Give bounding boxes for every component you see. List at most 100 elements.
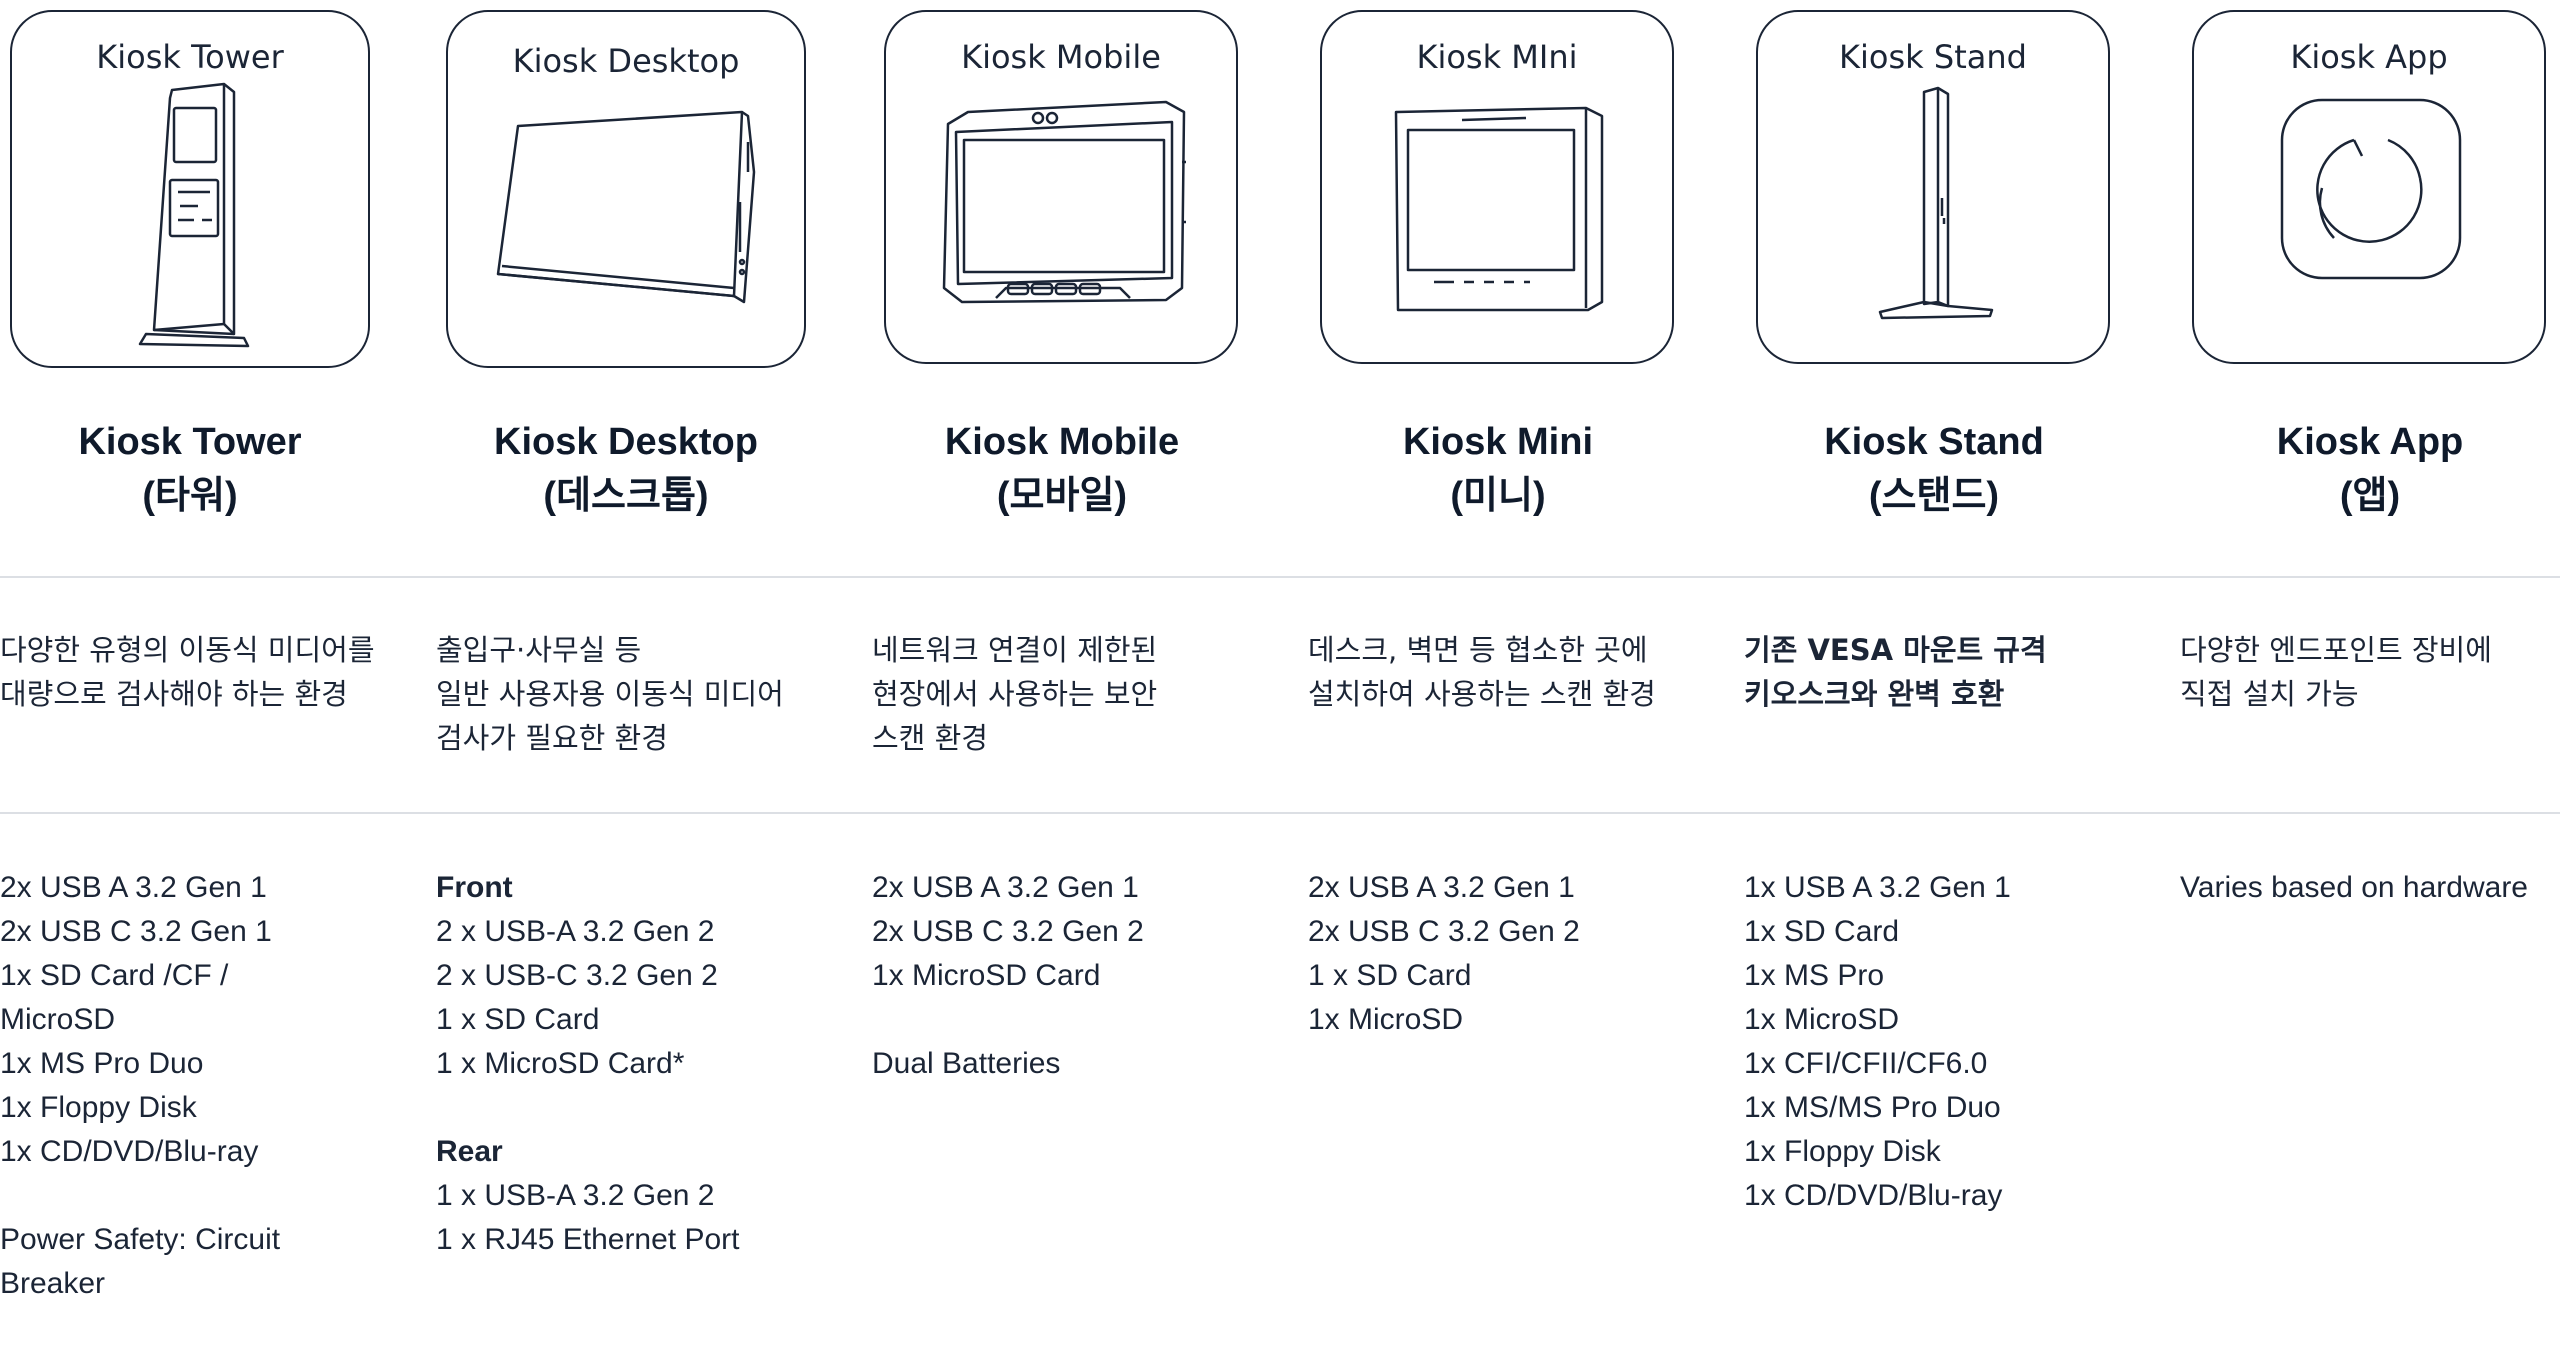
spec-heading-front: Front [436, 871, 513, 904]
spec-line: 2x USB A 3.2 Gen 1 [0, 871, 267, 904]
card-label: Kiosk Desktop [512, 42, 740, 80]
spec-line [0, 1174, 410, 1218]
product-title: Kiosk App (앱) [2180, 415, 2560, 523]
product-title-line1: Kiosk Mini [1402, 421, 1594, 463]
kiosk-desktop-icon [496, 110, 756, 304]
product-title-line1: Kiosk Stand [1824, 421, 2044, 463]
product-card-desktop[interactable]: Kiosk Desktop [446, 10, 806, 368]
spec-line: 2 x USB-A 3.2 Gen 2 [436, 915, 715, 948]
product-description: 다양한 엔드포인트 장비에 직접 설치 가능 [2180, 628, 2560, 716]
product-specs: Front 2 x USB-A 3.2 Gen 2 2 x USB-C 3.2 … [436, 866, 846, 1262]
product-title-line2: (타워) [142, 475, 238, 517]
spec-line [872, 998, 1282, 1042]
desc-line: 기존 VESA 마운트 규격 [1744, 633, 2047, 667]
desc-line: 네트워크 연결이 제한된 [872, 633, 1158, 667]
product-description: 다양한 유형의 이동식 미디어를 대량으로 검사해야 하는 환경 [0, 628, 410, 716]
product-description: 네트워크 연결이 제한된 현장에서 사용하는 보안 스캔 환경 [872, 628, 1282, 760]
desc-line: 다양한 유형의 이동식 미디어를 [0, 633, 375, 667]
product-description: 기존 VESA 마운트 규격 키오스크와 완벽 호환 [1744, 628, 2154, 716]
product-title: Kiosk Stand (스탠드) [1744, 415, 2124, 523]
desc-line: 출입구·사무실 등 [436, 633, 642, 667]
spec-line: 2x USB C 3.2 Gen 2 [1308, 915, 1580, 948]
desc-line: 데스크, 벽면 등 협소한 곳에 [1308, 633, 1648, 667]
spec-line: 1 x SD Card [436, 1003, 600, 1036]
kiosk-mobile-icon [942, 100, 1186, 304]
desc-line: 일반 사용자용 이동식 미디어 [436, 677, 784, 711]
spec-line: 2 x USB-C 3.2 Gen 2 [436, 959, 718, 992]
product-description: 출입구·사무실 등 일반 사용자용 이동식 미디어 검사가 필요한 환경 [436, 628, 846, 760]
spec-line: 1x Floppy Disk [0, 1091, 197, 1124]
kiosk-app-icon [2280, 98, 2462, 280]
product-specs: 2x USB A 3.2 Gen 1 2x USB C 3.2 Gen 2 1x… [872, 866, 1282, 1086]
spec-line: 1x MicroSD [1308, 1003, 1464, 1036]
product-card-mobile[interactable]: Kiosk Mobile [884, 10, 1238, 364]
desc-line: 다양한 엔드포인트 장비에 [2180, 633, 2492, 667]
product-card-app[interactable]: Kiosk App [2192, 10, 2546, 364]
product-title-line1: Kiosk Desktop [494, 421, 758, 463]
spec-line: 1 x MicroSD Card* [436, 1047, 685, 1080]
spec-line: 1x MS Pro Duo [0, 1047, 204, 1080]
desc-line: 현장에서 사용하는 보안 [872, 677, 1158, 711]
spec-line: 2x USB C 3.2 Gen 2 [872, 915, 1144, 948]
product-card-mini[interactable]: Kiosk MIni [1320, 10, 1674, 364]
spec-line: 1 x USB-A 3.2 Gen 2 [436, 1179, 715, 1212]
spec-line: Varies based on hardware [2180, 871, 2528, 904]
spec-line: MicroSD [0, 1003, 116, 1036]
section-divider-top [0, 576, 2560, 578]
kiosk-stand-icon [1878, 86, 1994, 320]
spec-line: 1x SD Card [1744, 915, 1900, 948]
product-title: Kiosk Mobile (모바일) [872, 415, 1252, 523]
kiosk-mini-icon [1394, 106, 1604, 312]
product-specs: 2x USB A 3.2 Gen 1 2x USB C 3.2 Gen 1 1x… [0, 866, 410, 1306]
product-card-tower[interactable]: Kiosk Tower [10, 10, 370, 368]
desc-line: 대량으로 검사해야 하는 환경 [0, 677, 348, 711]
spec-line: 2x USB A 3.2 Gen 1 [872, 871, 1139, 904]
product-specs: 1x USB A 3.2 Gen 1 1x SD Card 1x MS Pro … [1744, 866, 2154, 1218]
spec-line: Breaker [0, 1267, 106, 1300]
spec-line: 1x MS/MS Pro Duo [1744, 1091, 2001, 1124]
spec-line: 2x USB C 3.2 Gen 1 [0, 915, 272, 948]
product-specs: Varies based on hardware [2180, 866, 2560, 910]
card-label: Kiosk MIni [1416, 38, 1578, 76]
desc-line: 설치하여 사용하는 스캔 환경 [1308, 677, 1656, 711]
card-label: Kiosk Mobile [961, 38, 1161, 76]
product-title-line2: (모바일) [996, 475, 1128, 517]
spec-line: 1 x SD Card [1308, 959, 1472, 992]
product-title: Kiosk Desktop (데스크톱) [436, 415, 816, 523]
spec-heading-rear: Rear [436, 1135, 503, 1168]
kiosk-tower-icon [138, 82, 250, 348]
spec-line: 2x USB A 3.2 Gen 1 [1308, 871, 1575, 904]
product-title-line1: Kiosk App [2276, 421, 2464, 463]
spec-line: 1x USB A 3.2 Gen 1 [1744, 871, 2011, 904]
product-title-line1: Kiosk Mobile [944, 421, 1180, 463]
spec-line: 1x MicroSD Card [872, 959, 1101, 992]
spec-line: 1x CD/DVD/Blu-ray [1744, 1179, 2003, 1212]
spec-line: Power Safety: Circuit [0, 1223, 281, 1256]
spec-line: 1x MS Pro [1744, 959, 1885, 992]
desc-line: 직접 설치 가능 [2180, 677, 2359, 711]
product-title-line2: (데스크톱) [543, 475, 709, 517]
product-title-line2: (스탠드) [1868, 475, 2000, 517]
spec-line [436, 1086, 846, 1130]
product-title-line2: (미니) [1450, 475, 1546, 517]
desc-line: 검사가 필요한 환경 [436, 721, 668, 755]
spec-line: 1x Floppy Disk [1744, 1135, 1941, 1168]
product-title-line2: (앱) [2339, 475, 2401, 517]
product-card-stand[interactable]: Kiosk Stand [1756, 10, 2110, 364]
product-title-line1: Kiosk Tower [78, 421, 302, 463]
desc-line: 스캔 환경 [872, 721, 988, 755]
card-label: Kiosk Stand [1839, 38, 2027, 76]
product-title: Kiosk Tower (타워) [0, 415, 380, 523]
spec-line: 1x MicroSD [1744, 1003, 1900, 1036]
spec-line: 1x CFI/CFII/CF6.0 [1744, 1047, 1988, 1080]
spec-line: 1x CD/DVD/Blu-ray [0, 1135, 259, 1168]
desc-line: 키오스크와 완벽 호환 [1744, 677, 2005, 711]
product-description: 데스크, 벽면 등 협소한 곳에 설치하여 사용하는 스캔 환경 [1308, 628, 1718, 716]
spec-line: 1x SD Card /CF / [0, 959, 229, 992]
card-label: Kiosk App [2290, 38, 2448, 76]
spec-line: Dual Batteries [872, 1047, 1061, 1080]
card-label: Kiosk Tower [96, 38, 284, 76]
product-title: Kiosk Mini (미니) [1308, 415, 1688, 523]
spec-line: 1 x RJ45 Ethernet Port [436, 1223, 740, 1256]
